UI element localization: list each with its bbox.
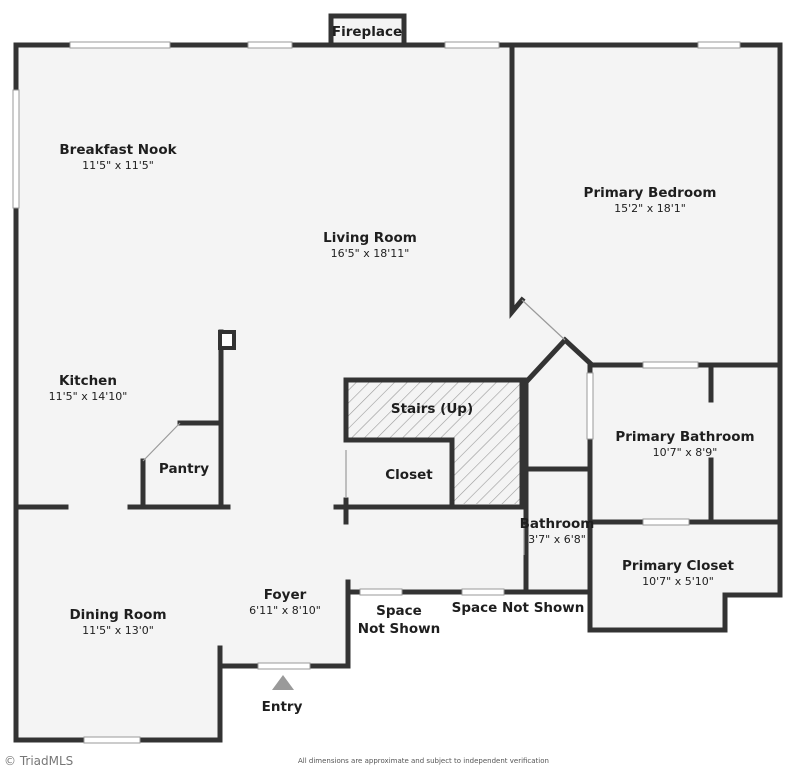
- bathroom-dims: 3'7" x 6'8": [528, 533, 586, 546]
- dining-room-dims: 11'5" x 13'0": [82, 624, 154, 637]
- kitchen-dims: 11'5" x 14'10": [49, 390, 128, 403]
- entry-arrow-icon: [272, 675, 294, 690]
- stairs-label: Stairs (Up): [391, 401, 473, 417]
- breakfast-nook-label: Breakfast Nook: [59, 142, 177, 158]
- breakfast-nook-dims: 11'5" x 11'5": [82, 159, 154, 172]
- pantry-label: Pantry: [159, 461, 209, 477]
- foyer-dims: 6'11" x 8'10": [249, 604, 321, 617]
- windows: [12, 41, 741, 744]
- triadmls-logo: © TriadMLS: [4, 754, 74, 768]
- disclaimer-text: All dimensions are approximate and subje…: [298, 757, 549, 765]
- room-labels: Fireplace Breakfast Nook 11'5" x 11'5" L…: [49, 24, 755, 715]
- space-not-shown-label-2: Space Not Shown: [452, 600, 585, 616]
- living-room-dims: 16'5" x 18'11": [331, 247, 410, 260]
- dining-room-label: Dining Room: [69, 607, 166, 623]
- space-not-shown-label-line1: Space: [376, 603, 422, 619]
- primary-bedroom-dims: 15'2" x 18'1": [614, 202, 686, 215]
- primary-closet-label: Primary Closet: [622, 558, 735, 574]
- foyer-label: Foyer: [264, 587, 307, 603]
- closet-floor: [346, 440, 452, 504]
- primary-bathroom-label: Primary Bathroom: [615, 429, 754, 445]
- closet-label: Closet: [385, 467, 433, 483]
- kitchen-label: Kitchen: [59, 373, 117, 389]
- space-not-shown-label-line2: Not Shown: [358, 621, 440, 637]
- doors: [142, 299, 566, 555]
- fireplace-label: Fireplace: [332, 24, 402, 40]
- bathroom-label: Bathroom: [520, 516, 595, 532]
- entry-label: Entry: [262, 699, 303, 715]
- primary-bathroom-dims: 10'7" x 8'9": [653, 446, 718, 459]
- primary-closet-dims: 10'7" x 5'10": [642, 575, 714, 588]
- primary-bedroom-label: Primary Bedroom: [584, 185, 717, 201]
- living-room-label: Living Room: [323, 230, 417, 246]
